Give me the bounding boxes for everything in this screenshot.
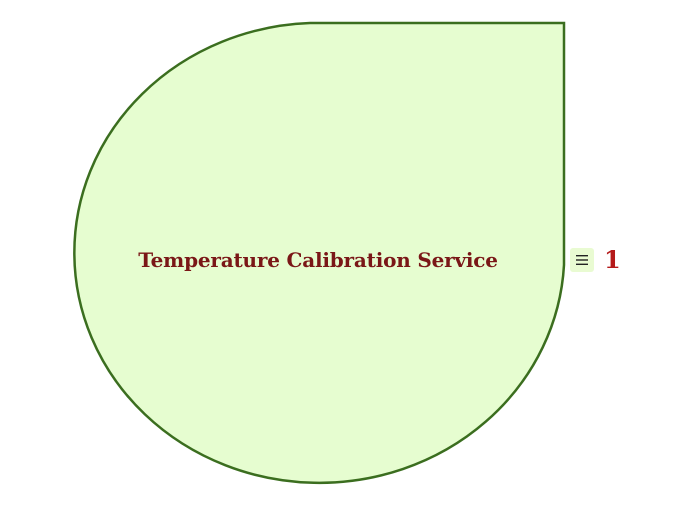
node-menu-button[interactable] [570,248,594,272]
node-label: Temperature Calibration Service [138,248,498,272]
node-badge: 1 [604,245,621,274]
hamburger-menu-icon [576,255,588,265]
node-shape-teardrop[interactable] [73,21,566,485]
